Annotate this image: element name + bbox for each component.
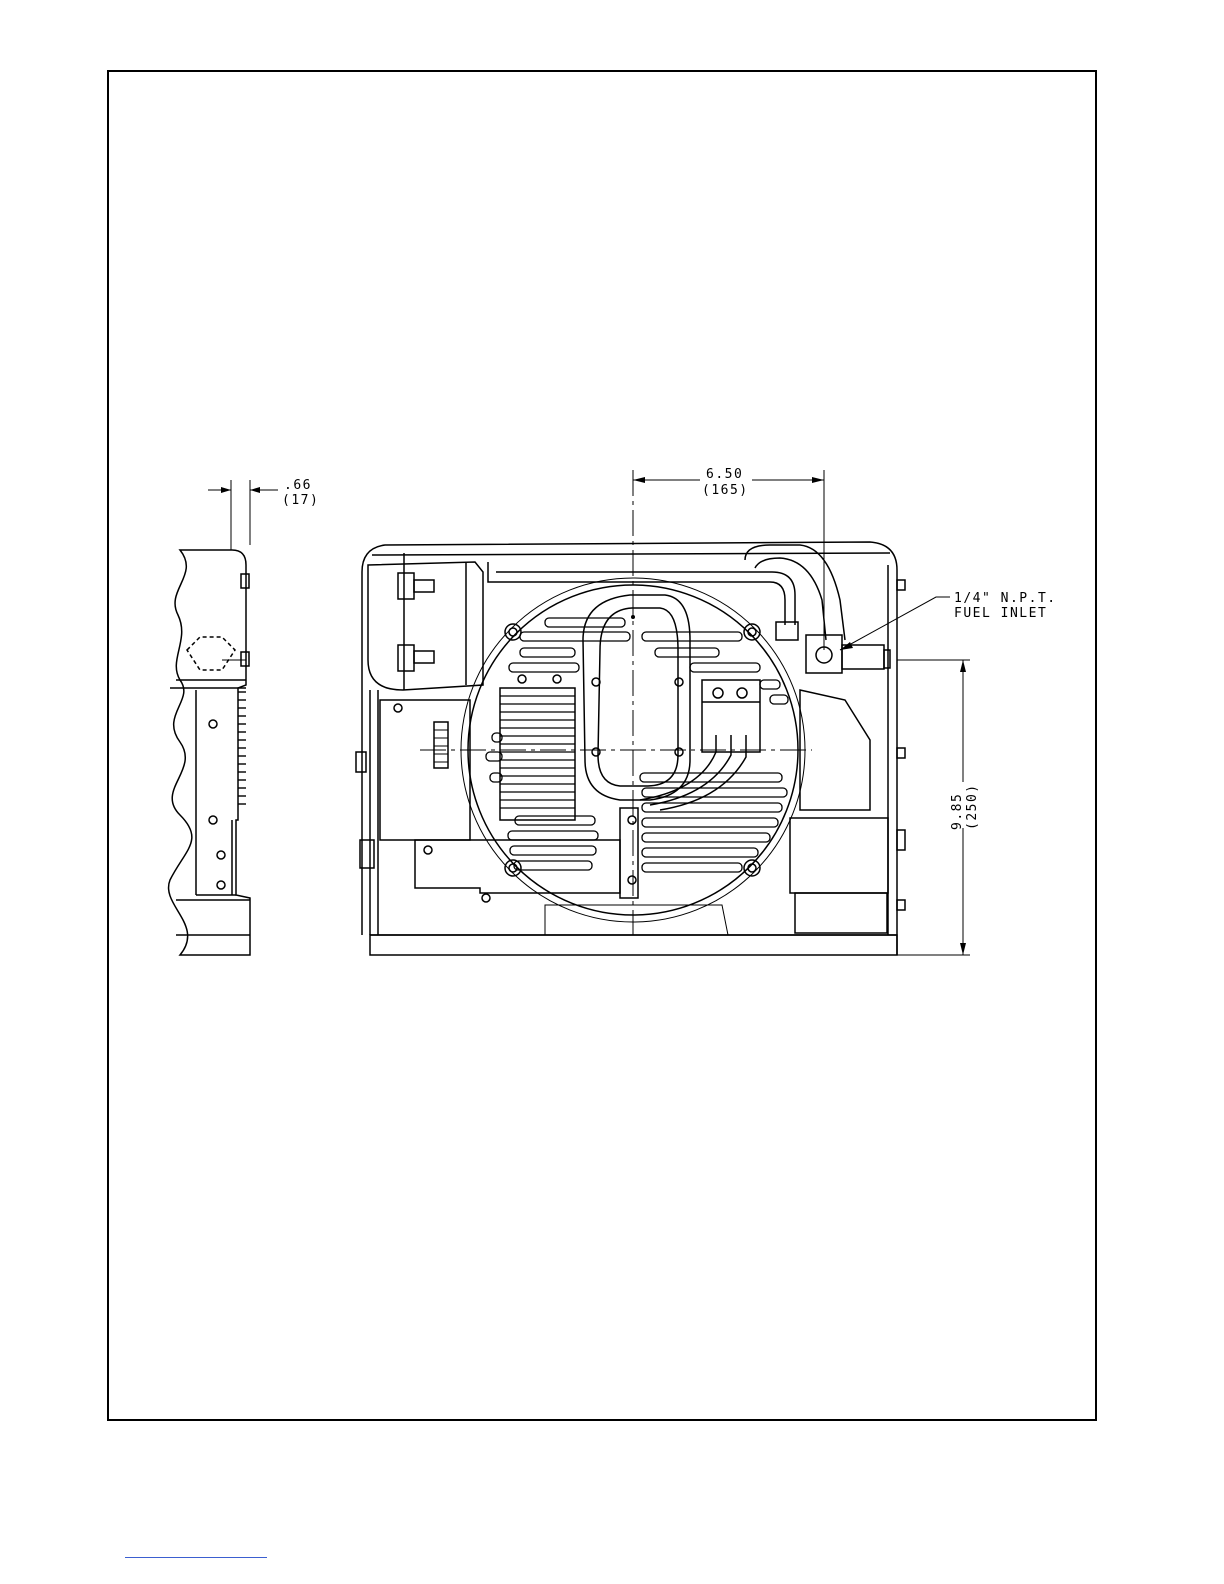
side-offset-dimension-mm: (17)	[282, 493, 319, 508]
horizontal-dimension-mm: (165)	[702, 483, 749, 498]
horizontal-dimension-in: 6.50	[706, 467, 743, 482]
fuel-inlet-callout-line2: FUEL INLET	[954, 606, 1047, 621]
side-view	[169, 480, 278, 955]
side-offset-dimension-in: .66	[284, 478, 312, 493]
vertical-dimension-in: 9.85	[950, 793, 965, 830]
vertical-dimension-mm: (250)	[965, 783, 980, 830]
front-view	[356, 470, 970, 955]
fuel-inlet-callout-line1: 1/4" N.P.T.	[954, 591, 1057, 606]
footer-rule	[125, 1557, 267, 1558]
drawing-border	[108, 71, 1096, 1420]
